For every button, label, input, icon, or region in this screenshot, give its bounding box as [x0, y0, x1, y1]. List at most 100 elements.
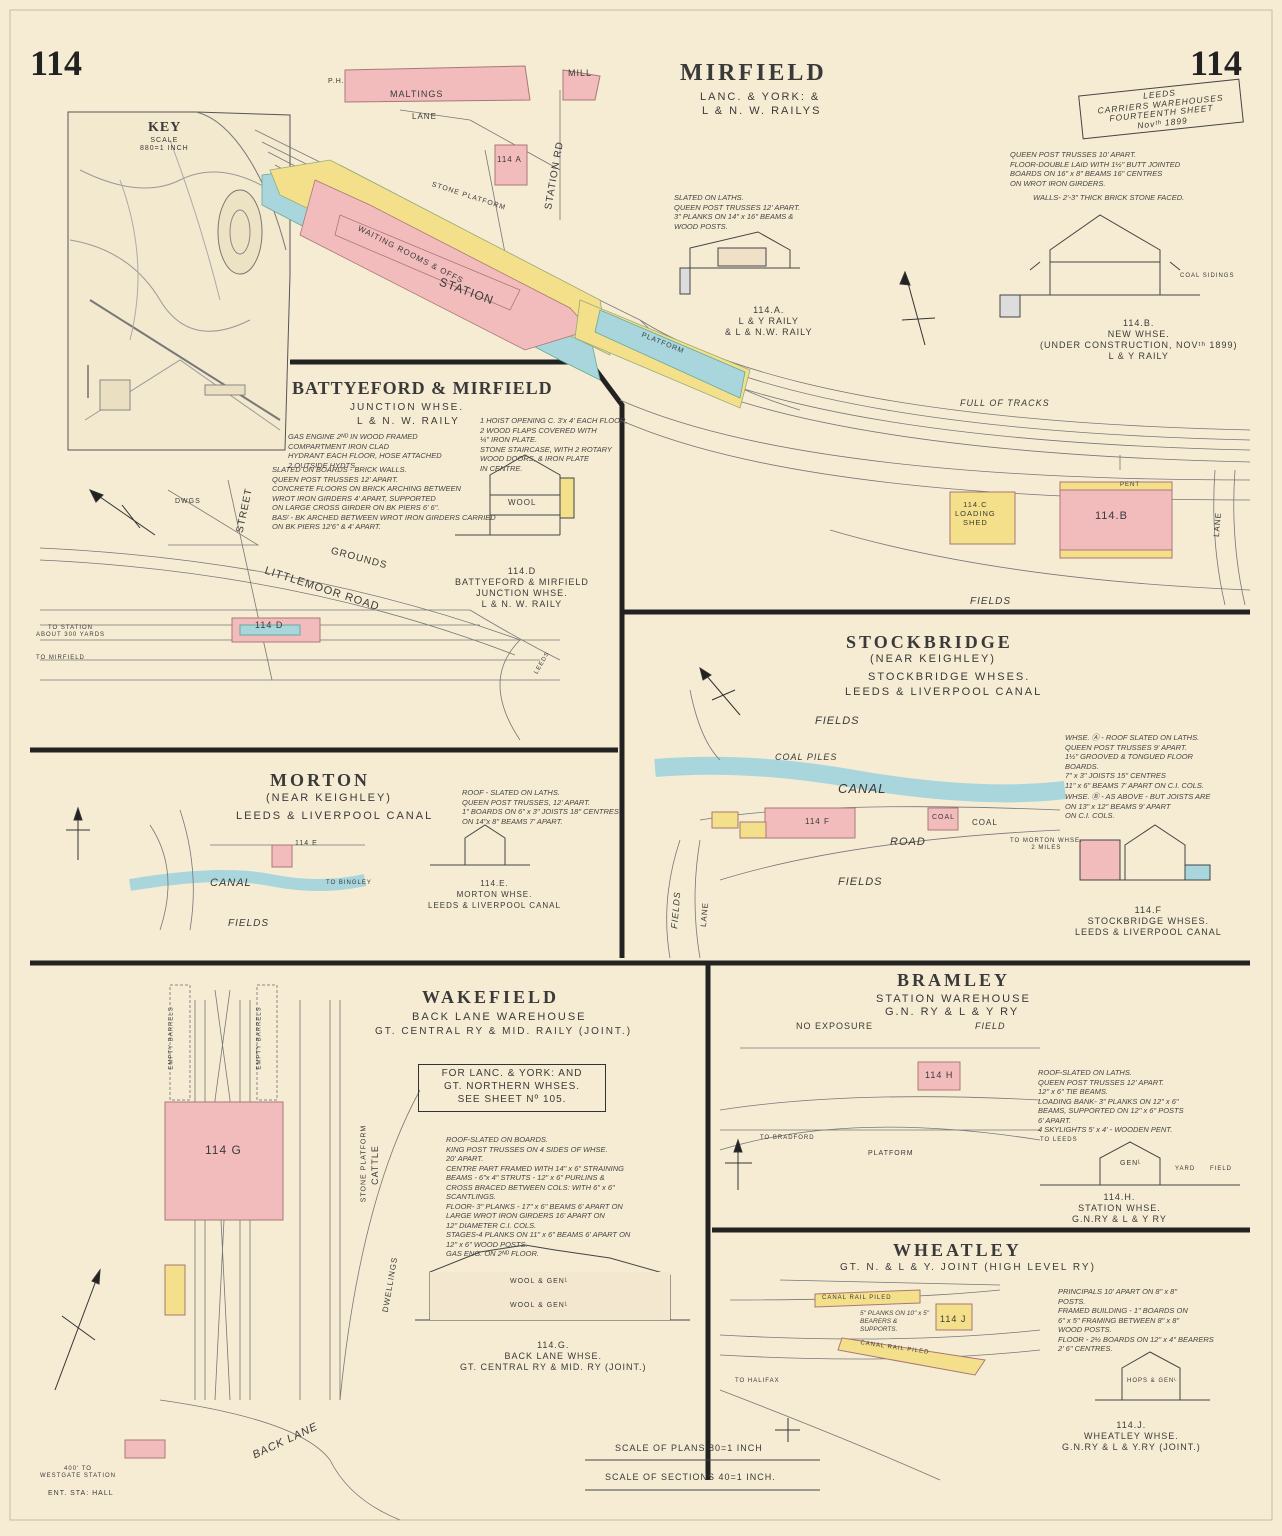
bramley-yard-label: YARD — [1175, 1166, 1196, 1172]
to-bradford-label: TO BRADFORD — [760, 1135, 815, 1141]
bramley-platform-label: PLATFORM — [868, 1150, 914, 1157]
key-title: KEY — [148, 120, 182, 135]
wheatley-title: WHEATLEY — [893, 1240, 1022, 1260]
no-exposure-label: NO EXPOSURE — [796, 1021, 874, 1031]
stockbridge-canal — [654, 756, 1067, 803]
box-line-b: GT. NORTHERN WHSES. — [443, 1081, 581, 1092]
to-station-label: TO STATION ABOUT 300 YARDS — [36, 625, 106, 638]
building-114a-label: 114 A — [497, 155, 522, 164]
stockbridge-shed-2 — [739, 821, 767, 839]
panel-dividers — [30, 359, 1250, 1480]
building-114h-plan — [917, 1061, 961, 1091]
full-of-tracks-label: FULL OF TRACKS — [960, 398, 1050, 408]
scale-bars — [585, 1459, 820, 1491]
box-line-a: FOR LANC. & YORK: AND — [441, 1068, 583, 1079]
bramley-gent-label: GENᴸ — [1120, 1160, 1142, 1167]
building-114b-pent-bottom — [1059, 549, 1173, 559]
bramley-field-label: FIELD — [975, 1021, 1006, 1031]
wool-gent-label-2: WOOL & GENᴸ — [510, 1302, 569, 1309]
stockbridge-fields-2: FIELDS — [838, 876, 883, 888]
morton-title: MORTON — [270, 770, 371, 790]
empty-barrels-2: EMPTY BARRELS — [256, 1006, 263, 1070]
bramley-sub2: G.N. RY & L & Y RY — [885, 1006, 1020, 1018]
footer-left: ENT. STA: HALL — [48, 1490, 114, 1497]
wakefield-sub2: GT. CENTRAL RY & MID. RAILY (JOINT.) — [375, 1026, 633, 1037]
to-morton-label: TO MORTON WHSE. 2 MILES — [1010, 838, 1083, 851]
battyeford-sub1: JUNCTION WHSE. — [350, 402, 465, 413]
mirfield-sub1: LANC. & YORK: & — [700, 91, 821, 103]
bramley-note: ROOF-SLATED ON LATHS. QUEEN POST TRUSSES… — [1038, 1068, 1184, 1134]
wool-label: WOOL — [508, 498, 537, 507]
box-line-c: SEE SHEET Nº 105. — [457, 1094, 567, 1105]
building-114c-label: 114.C LOADING SHED — [955, 500, 996, 527]
canal-label-stockbridge: CANAL — [838, 781, 887, 796]
to-halifax-label: TO HALIFAX — [735, 1378, 780, 1384]
bramley-caption: 114.H. STATION WHSE. G.N.RY & L & Y RY — [1072, 1192, 1167, 1224]
north-arrow-stockbridge — [699, 666, 741, 716]
section-114a — [679, 231, 800, 295]
wakefield-yard-patch — [164, 1264, 186, 1316]
building-114e-plan — [271, 844, 293, 868]
mirfield-caption-b: 114.B. NEW WHSE. (UNDER CONSTRUCTION, NO… — [1040, 318, 1238, 361]
road-label-stockbridge: ROAD — [890, 836, 926, 848]
section-114f — [1079, 824, 1211, 881]
bramley-sub1: STATION WAREHOUSE — [876, 993, 1031, 1005]
battyeford-sub2: L & N. W. RAILY — [357, 416, 460, 427]
wakefield-empty-barrels-1 — [169, 984, 191, 1101]
building-114g-plan — [164, 1101, 284, 1221]
scale-of-sections: SCALE OF SECTIONS 40=1 INCH. — [605, 1472, 776, 1482]
stockbridge-note2: WHSE. Ⓑ - AS ABOVE - BUT JOISTS ARE ON 1… — [1065, 792, 1211, 820]
bramley-title: BRAMLEY — [897, 970, 1011, 990]
north-arrow-bramley — [725, 1138, 752, 1190]
north-arrow-wakefield — [54, 1268, 101, 1391]
building-114d-label: 114 D — [255, 620, 284, 630]
stockbridge-fields-1: FIELDS — [815, 715, 860, 727]
mirfield-title: MIRFIELD — [680, 60, 827, 86]
empty-barrels-1: EMPTY BARRELS — [168, 1006, 175, 1070]
sheet-number-left: 114 — [30, 43, 83, 83]
key-scale: SCALE 880=1 INCH — [140, 137, 189, 152]
maltings-label: MALTINGS — [390, 89, 444, 99]
wakefield-see-sheet-box: FOR LANC. & YORK: AND GT. NORTHERN WHSES… — [418, 1064, 606, 1112]
hops-gent-label: HOPS & GENᴸ — [1127, 1378, 1178, 1384]
bramley-tracks — [719, 1047, 1041, 1151]
morton-canal — [129, 870, 367, 891]
building-114h-label: 114 H — [925, 1070, 954, 1080]
coal-label-1: COAL — [932, 814, 956, 821]
building-114b-plan — [1059, 489, 1173, 551]
wheatley-sub1: GT. N. & L & Y. JOINT (HIGH LEVEL RY) — [840, 1262, 1096, 1273]
north-arrow-mirfield — [899, 270, 936, 346]
wheatley-note-small: 5" PLANKS ON 10" x 5" BEARERS & SUPPORTS… — [860, 1310, 930, 1333]
wool-gent-label-1: WOOL & GENᴸ — [510, 1278, 569, 1285]
stockbridge-sub1: (NEAR KEIGHLEY) — [870, 653, 996, 665]
building-114j-plan — [935, 1303, 973, 1331]
section-114g — [415, 1244, 690, 1321]
building-114c-plan — [949, 491, 1016, 545]
bramley-field2-label: FIELD — [1210, 1166, 1233, 1172]
morton-fields-label: FIELDS — [228, 918, 270, 929]
scale-of-plans: SCALE OF PLANS 80=1 INCH — [615, 1443, 763, 1453]
section-114h — [1040, 1141, 1240, 1186]
morton-caption: 114.E. MORTON WHSE. LEEDS & LIVERPOOL CA… — [428, 879, 561, 910]
building-114g-label: 114 G — [205, 1143, 242, 1157]
morton-sub2: LEEDS & LIVERPOOL CANAL — [236, 810, 434, 822]
building-114f-label: 114 F — [805, 817, 830, 826]
mirfield-sub2: L & N. W. RAILYS — [702, 105, 822, 117]
section-114e — [430, 824, 530, 866]
battyeford-note1: GAS ENGINE 2ᴺᴰ IN WOOD FRAMED COMPARTMEN… — [288, 432, 442, 470]
stockbridge-caption: 114.F STOCKBRIDGE WHSES. LEEDS & LIVERPO… — [1075, 905, 1222, 937]
mirfield-caption-a: 114.A. L & Y RAILY & L & N.W. RAILY — [725, 305, 813, 337]
battyeford-caption: 114.D BATTYEFORD & MIRFIELD JUNCTION WHS… — [455, 566, 589, 609]
battyeford-note2: 1 HOIST OPENING C. 3'x 4' EACH FLOOR, 2 … — [480, 416, 628, 473]
morton-canal-label: CANAL — [210, 877, 252, 889]
mirfield-note-b: QUEEN POST TRUSSES 10' APART. FLOOR-DOUB… — [1010, 150, 1181, 188]
to-leeds-label: TO LEEDS — [1040, 1137, 1078, 1143]
coal-piles-label: COAL PILES — [775, 752, 838, 762]
pent-label: PENT — [1120, 482, 1141, 488]
morton-note: ROOF - SLATED ON LATHS. QUEEN POST TRUSS… — [462, 788, 619, 826]
fields-label-mirfield: FIELDS — [970, 596, 1012, 607]
mirfield-walls-b: WALLS- 2'-3" THICK BRICK STONE FACED. — [1033, 193, 1185, 202]
coal-sidings-label: COAL SIDINGS — [1180, 273, 1235, 279]
